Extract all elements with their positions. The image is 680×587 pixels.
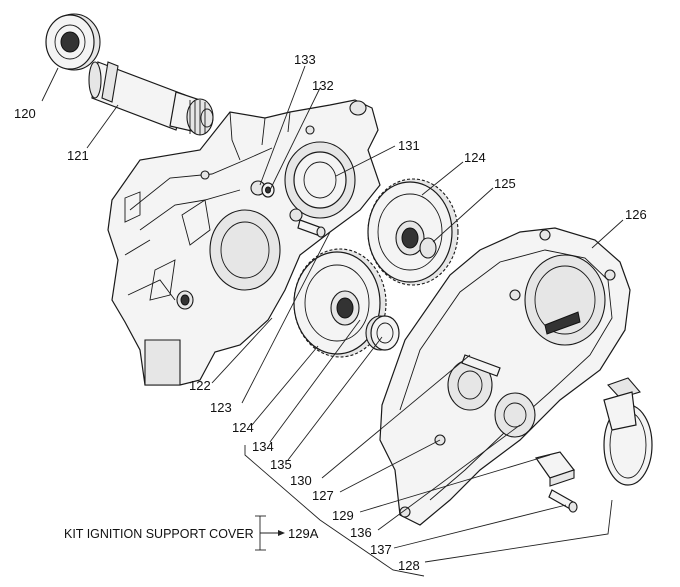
label-134: 134 xyxy=(252,439,274,454)
label-121: 121 xyxy=(67,148,89,163)
part-132-133-washer-pin xyxy=(250,180,326,238)
label-133: 133 xyxy=(294,52,316,67)
label-130: 130 xyxy=(290,473,312,488)
part-135-bushing xyxy=(365,315,400,351)
label-136: 136 xyxy=(350,525,372,540)
engine-crankcase xyxy=(107,99,381,386)
part-136-137-clamp-screw xyxy=(535,451,578,513)
part-labels: 120 121 133 132 131 124 125 126 122 123 … xyxy=(14,52,647,573)
label-135: 135 xyxy=(270,457,292,472)
label-125: 125 xyxy=(494,176,516,191)
label-120: 120 xyxy=(14,106,36,121)
label-129: 129 xyxy=(332,508,354,523)
part-120-bearing xyxy=(45,13,101,71)
label-128: 128 xyxy=(398,558,420,573)
label-123: 123 xyxy=(210,400,232,415)
label-124-lower: 124 xyxy=(232,420,254,435)
label-137: 137 xyxy=(370,542,392,557)
leader-lines xyxy=(41,65,624,577)
label-127: 127 xyxy=(312,488,334,503)
kit-callout: KIT IGNITION SUPPORT COVER 129A xyxy=(64,526,319,541)
label-131: 131 xyxy=(398,138,420,153)
kit-ignition-support-cover-label: KIT IGNITION SUPPORT COVER xyxy=(64,527,254,541)
label-132: 132 xyxy=(312,78,334,93)
kit-reference-number: 129A xyxy=(288,526,319,541)
label-122: 122 xyxy=(189,378,211,393)
label-124-upper: 124 xyxy=(464,150,486,165)
part-126-ignition-cover xyxy=(379,227,631,526)
part-124-lower-gear xyxy=(293,248,387,358)
part-124-upper-gear xyxy=(367,178,459,286)
label-126: 126 xyxy=(625,207,647,222)
part-121-starter-motor xyxy=(88,61,214,136)
part-128-gasket xyxy=(603,377,653,486)
